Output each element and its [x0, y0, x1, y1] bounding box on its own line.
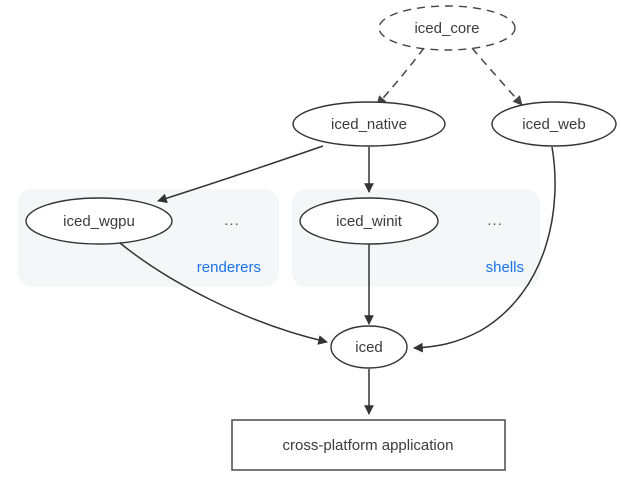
node-cross-platform-application-shape[interactable]	[231, 419, 506, 471]
cluster-shells-ellipsis: ...	[487, 212, 503, 229]
cluster-renderers-ellipsis: ...	[224, 212, 240, 229]
edge-iced_core-to-iced_native	[376, 47, 425, 106]
node-iced_web-label: iced_web	[522, 116, 585, 133]
edge-iced_core-to-iced_web	[471, 47, 523, 106]
node-iced_core-label: iced_core	[414, 20, 479, 37]
cluster-shells-label: shells	[486, 259, 524, 276]
node-cross-platform-application[interactable]: cross-platform application	[231, 419, 506, 471]
node-iced_native-shape[interactable]	[292, 101, 446, 147]
node-iced_web-shape[interactable]	[491, 101, 617, 147]
node-iced_wgpu[interactable]: iced_wgpu	[25, 197, 173, 245]
node-iced_winit-label: iced_winit	[336, 213, 403, 230]
node-iced_core[interactable]: iced_core	[378, 5, 516, 51]
node-iced[interactable]: iced	[330, 325, 408, 369]
cluster-renderers-label: renderers	[197, 259, 261, 276]
node-iced_native[interactable]: iced_native	[292, 101, 446, 147]
node-iced_winit[interactable]: iced_winit	[299, 197, 439, 245]
edge-iced_web-to-iced	[413, 146, 556, 353]
node-iced_wgpu-label: iced_wgpu	[63, 213, 135, 230]
edge-iced_native-to-iced_wgpu	[157, 145, 324, 203]
node-iced_wgpu-shape[interactable]	[25, 197, 173, 245]
node-cross-platform-application-label: cross-platform application	[283, 437, 454, 454]
node-iced_winit-shape[interactable]	[299, 197, 439, 245]
node-iced-label: iced	[355, 339, 383, 356]
node-iced-shape[interactable]	[330, 325, 408, 369]
node-iced_web[interactable]: iced_web	[491, 101, 617, 147]
node-iced_native-label: iced_native	[331, 116, 407, 133]
node-iced_core-shape[interactable]	[378, 5, 516, 51]
edge-iced_wgpu-to-iced	[119, 242, 328, 345]
